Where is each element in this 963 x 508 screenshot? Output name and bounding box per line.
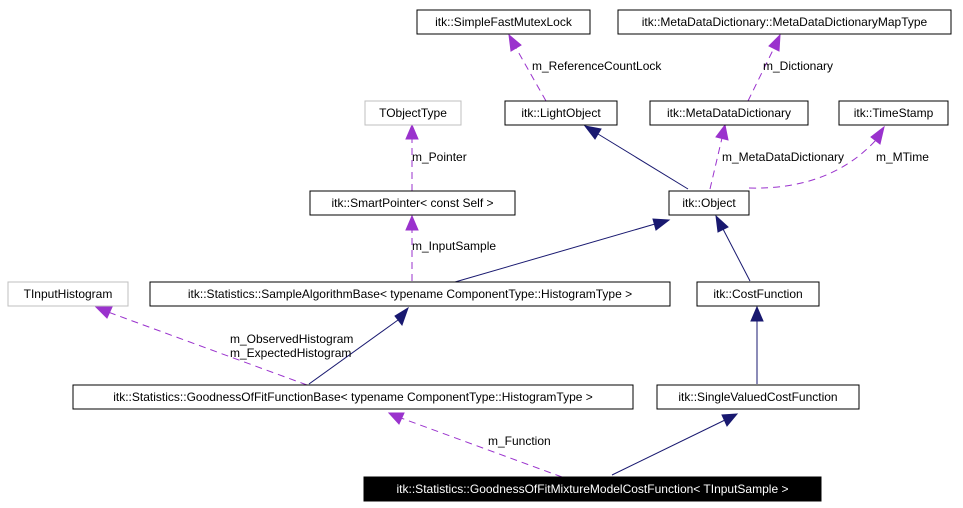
edge-usage-mtime-arrowhead [870,125,885,145]
edge-labels: m_ReferenceCountLock m_Dictionary m_Poin… [230,59,929,448]
node-object-label: itk::Object [682,196,736,210]
node-tobject-type: TObjectType [364,100,462,126]
edge-goodnessoffitbase-to-samplealgorithmbase [308,319,399,385]
node-smart-pointer-label: itk::SmartPointer< const Self > [331,196,493,210]
node-single-valued-cost-function-label: itk::SingleValuedCostFunction [678,390,837,404]
node-smart-pointer[interactable]: itk::SmartPointer< const Self > [309,190,516,216]
edge-usage-dictionary-arrowhead [768,33,781,52]
node-cost-function[interactable]: itk::CostFunction [696,281,820,307]
node-tobject-type-label: TObjectType [379,106,447,120]
node-sample-algorithm-base[interactable]: itk::Statistics::SampleAlgorithmBase< ty… [149,281,671,307]
edge-costfunction-to-object-arrowhead [715,214,729,233]
node-meta-data-dictionary-map-type-label: itk::MetaDataDictionary::MetaDataDiction… [642,15,928,29]
node-current-class: itk::Statistics::GoodnessOfFitMixtureMod… [363,476,822,502]
node-meta-data-dictionary-label: itk::MetaDataDictionary [667,106,791,120]
edge-usage-mtime [748,139,877,189]
node-cost-function-label: itk::CostFunction [713,287,802,301]
label-expected-histogram: m_ExpectedHistogram [230,346,351,360]
node-goodness-of-fit-function-base[interactable]: itk::Statistics::GoodnessOfFitFunctionBa… [72,384,634,410]
node-object[interactable]: itk::Object [668,190,750,216]
edge-usage-dictionary [747,47,775,102]
edge-current-to-singlevalued [611,419,726,476]
inheritance-edges [308,125,764,476]
edge-usage-meta-data-dictionary-arrowhead [715,123,729,141]
label-dictionary: m_Dictionary [763,59,833,73]
edge-costfunction-to-object [722,228,751,282]
edge-usage-pointer-arrowhead [405,123,419,140]
node-sample-algorithm-base-label: itk::Statistics::SampleAlgorithmBase< ty… [188,287,632,301]
node-meta-data-dictionary[interactable]: itk::MetaDataDictionary [649,100,809,126]
label-mtime: m_MTime [876,150,929,164]
edge-usage-input-sample-arrowhead [405,214,419,231]
node-light-object-label: itk::LightObject [521,106,601,120]
label-meta-data-dictionary: m_MetaDataDictionary [722,150,844,164]
node-simple-fast-mutex-lock-label: itk::SimpleFastMutexLock [435,15,573,29]
label-reference-count-lock: m_ReferenceCountLock [532,59,662,73]
edge-usage-function-arrowhead [387,412,405,425]
label-observed-histogram: m_ObservedHistogram [230,332,353,346]
edge-usage-meta-data-dictionary [709,137,723,190]
edge-singlevalued-to-costfunction-arrowhead [750,305,764,322]
node-meta-data-dictionary-map-type[interactable]: itk::MetaDataDictionary::MetaDataDiction… [617,9,952,35]
label-function: m_Function [488,434,551,448]
edge-current-to-singlevalued-arrowhead [721,413,739,427]
node-time-stamp[interactable]: itk::TimeStamp [838,100,949,126]
edge-object-to-lightobject [597,133,689,190]
node-time-stamp-label: itk::TimeStamp [854,106,934,120]
edge-object-to-lightobject-arrowhead [583,125,602,140]
edge-samplealgorithmbase-to-object-arrowhead [652,218,671,231]
edge-usage-reference-count-lock [515,47,547,102]
edge-goodnessoffitbase-to-samplealgorithmbase-arrowhead [394,306,409,327]
edge-usage-reference-count-lock-arrowhead [508,33,522,52]
node-simple-fast-mutex-lock[interactable]: itk::SimpleFastMutexLock [416,9,591,35]
node-light-object[interactable]: itk::LightObject [504,100,618,126]
label-pointer: m_Pointer [412,150,467,164]
node-single-valued-cost-function[interactable]: itk::SingleValuedCostFunction [656,384,860,410]
edge-usage-histograms-arrowhead [94,306,113,319]
node-current-class-label: itk::Statistics::GoodnessOfFitMixtureMod… [397,482,789,496]
label-input-sample: m_InputSample [412,239,496,253]
edge-usage-function [400,417,563,478]
node-tinput-histogram: TInputHistogram [7,281,129,307]
node-goodness-of-fit-function-base-label: itk::Statistics::GoodnessOfFitFunctionBa… [113,390,593,404]
edge-samplealgorithmbase-to-object [454,223,656,283]
node-tinput-histogram-label: TInputHistogram [24,287,113,301]
usage-edges [94,33,885,478]
